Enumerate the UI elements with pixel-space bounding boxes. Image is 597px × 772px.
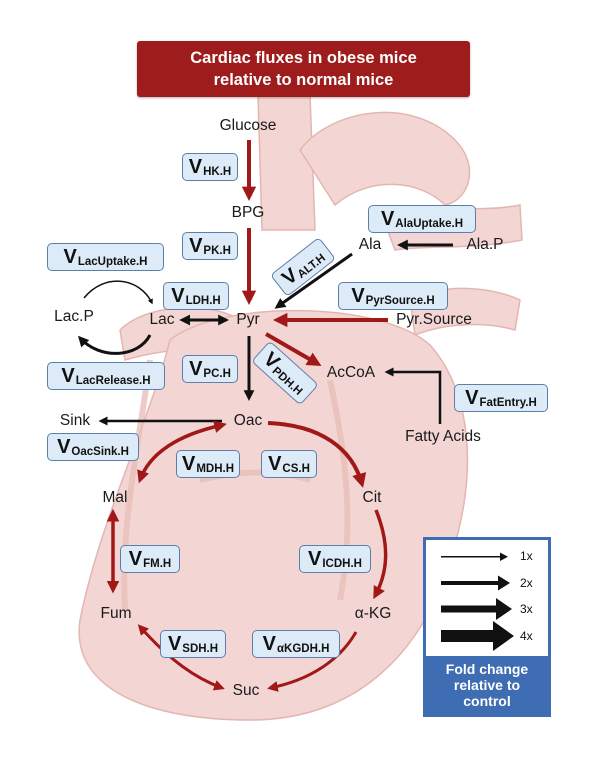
- node-glucose: Glucose: [219, 117, 277, 134]
- node-suc: Suc: [232, 682, 260, 699]
- legend-caption: Fold change relative to control: [426, 656, 548, 714]
- arrow-icdh: [373, 509, 388, 600]
- arrow-fat-entry: [384, 367, 442, 424]
- title-line-2: relative to normal mice: [213, 71, 394, 89]
- node-akg: α-KG: [354, 605, 392, 622]
- legend-caption-line-3: control: [463, 693, 511, 709]
- legend-label-1x: 1x: [520, 549, 533, 563]
- arrow-pdh: [265, 332, 322, 366]
- legend-caption-line-2: relative to: [453, 677, 521, 693]
- figure-title: Cardiac fluxes in obese mice relative to…: [137, 41, 470, 97]
- arrow-akgdh: [267, 631, 358, 692]
- node-pyr: Pyr: [236, 311, 260, 328]
- legend-arrow-1x: [441, 552, 508, 561]
- node-fum: Fum: [100, 605, 132, 622]
- fold-change-legend: 1x 2x 3x 4x Fold change relative to cont…: [423, 537, 551, 717]
- node-bpg: BPG: [231, 204, 265, 221]
- legend-label-2x: 2x: [520, 576, 533, 590]
- node-lac-p: Lac.P: [54, 308, 94, 325]
- title-line-1: Cardiac fluxes in obese mice: [190, 49, 417, 67]
- node-oac: Oac: [233, 412, 263, 429]
- node-lac: Lac: [149, 311, 175, 328]
- node-ala-p: Ala.P: [466, 236, 504, 253]
- legend-arrows: [441, 552, 514, 651]
- node-ala: Ala: [358, 236, 382, 253]
- legend-arrow-3x: [441, 598, 512, 620]
- arrow-sdh: [137, 624, 225, 691]
- legend-label-3x: 3x: [520, 602, 533, 616]
- legend-caption-line-1: Fold change: [445, 661, 529, 677]
- node-pyr-source: Pyr.Source: [396, 311, 472, 328]
- node-cit: Cit: [362, 489, 382, 506]
- node-accoa: AcCoA: [326, 364, 376, 381]
- node-fatty-acids: Fatty Acids: [405, 428, 481, 445]
- arrow-cs: [267, 421, 367, 488]
- arrow-lac-release: [77, 334, 152, 355]
- legend-arrow-4x: [441, 621, 514, 651]
- legend-label-4x: 4x: [520, 629, 533, 643]
- arrow-alt: [274, 252, 353, 309]
- arrow-mdh: [137, 420, 227, 484]
- node-mal: Mal: [102, 489, 128, 506]
- legend-arrow-2x: [441, 575, 510, 591]
- node-sink: Sink: [59, 412, 91, 429]
- arrow-lac-uptake: [83, 280, 153, 305]
